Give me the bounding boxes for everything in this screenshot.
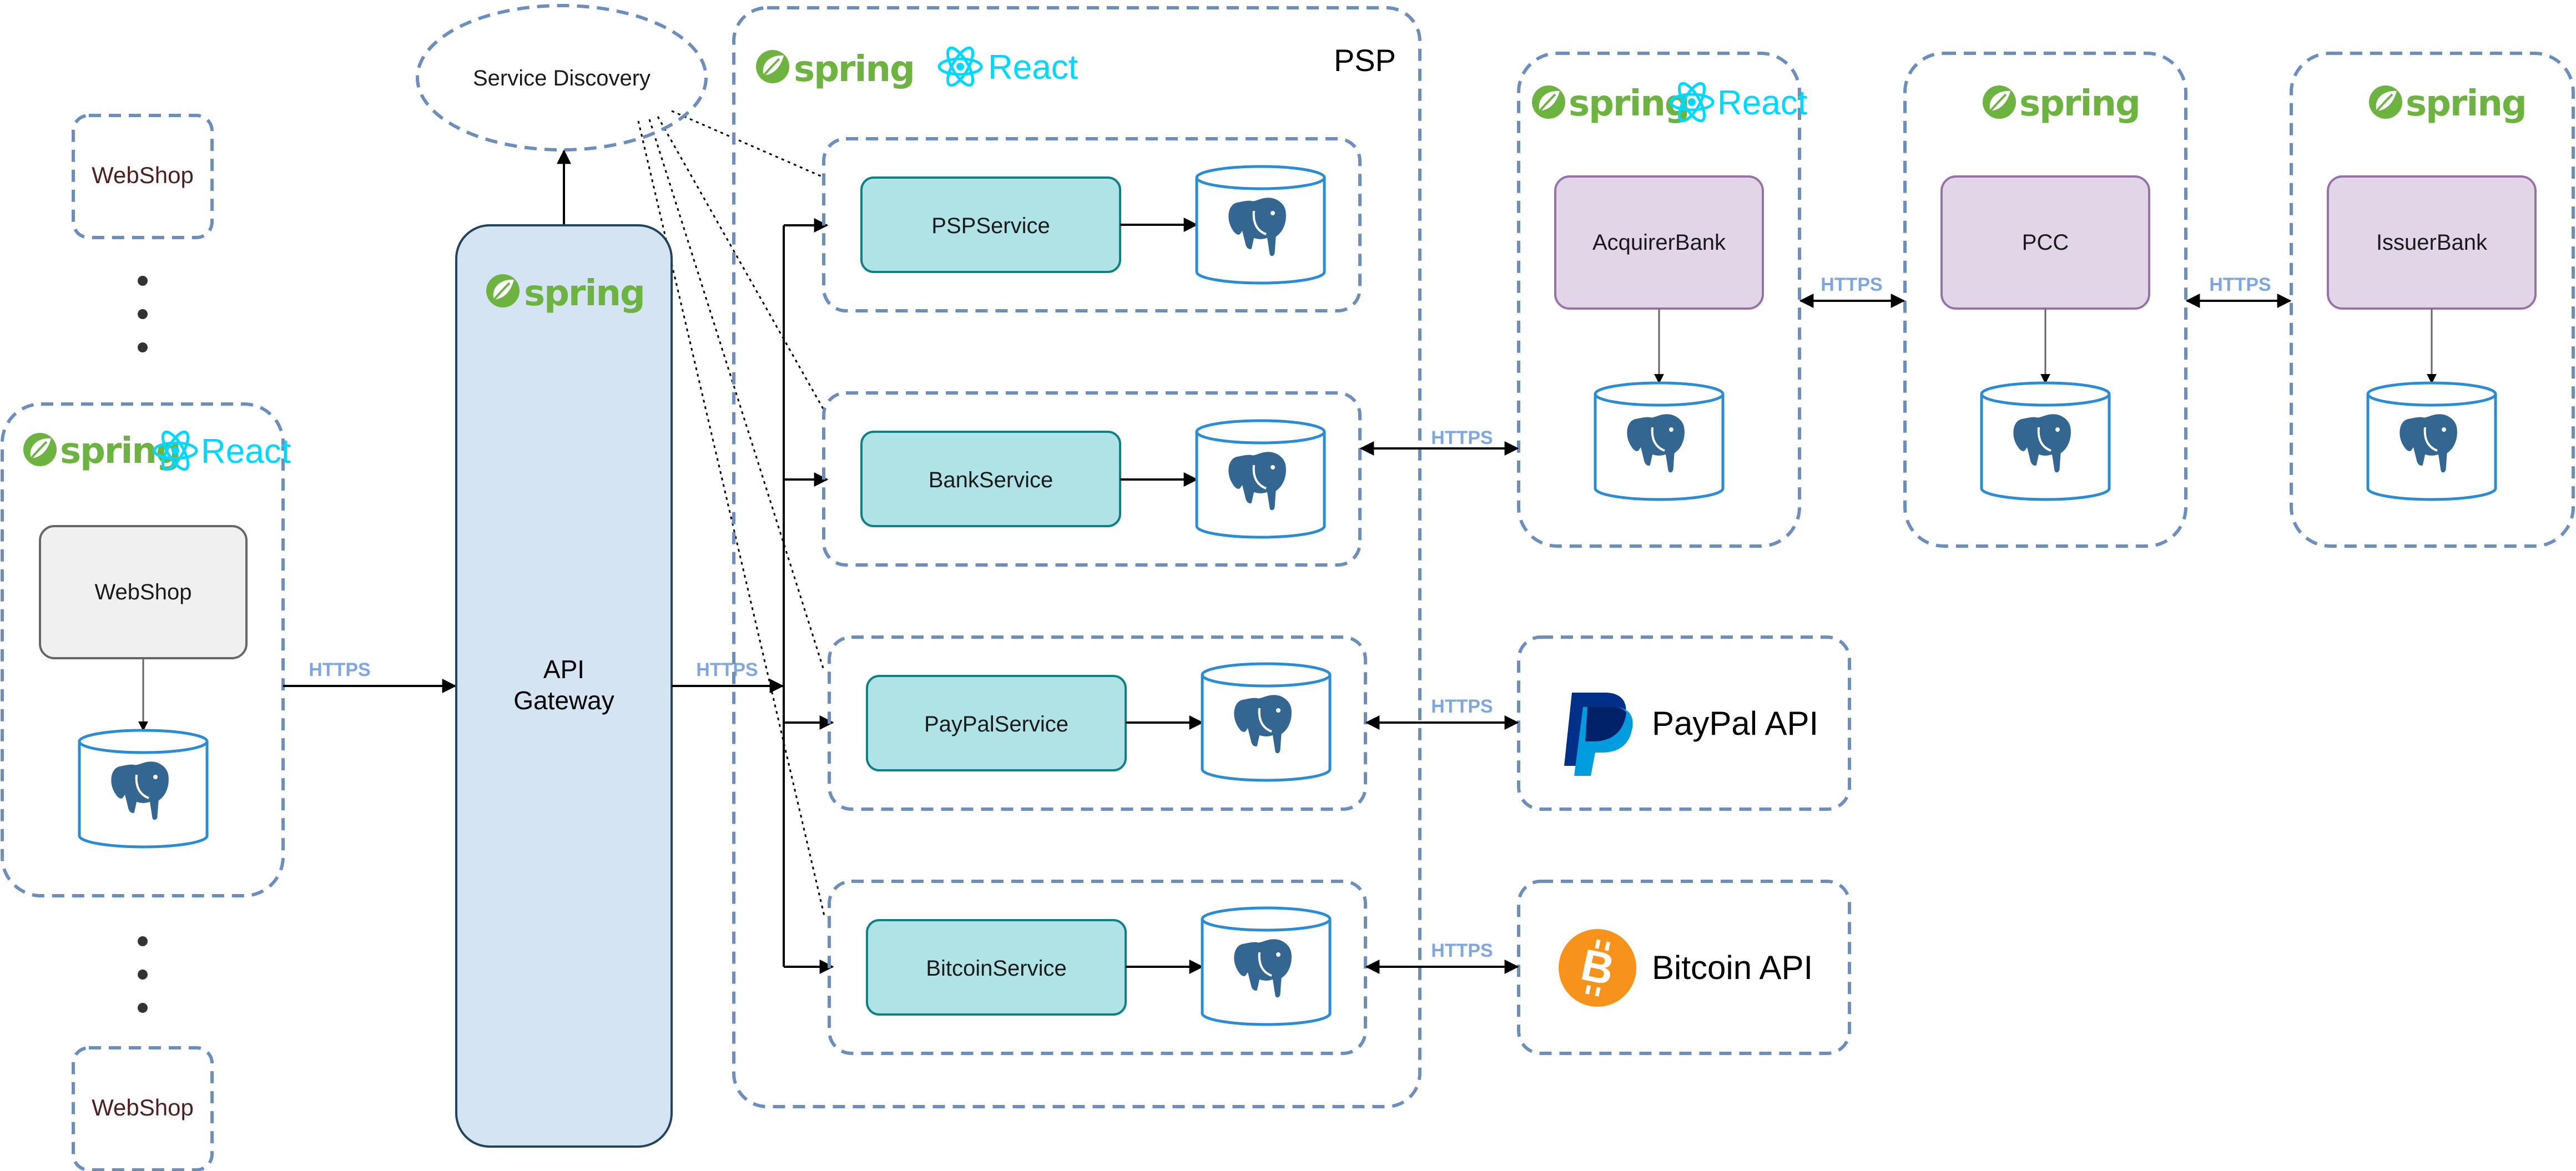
api-gateway[interactable]: spring API Gateway [455,224,673,1148]
spring-wordmark: spring [524,273,644,314]
https-label: HTTPS [1431,427,1493,448]
react-wordmark: React [1717,84,1807,122]
react-logo: React [154,428,291,473]
pcc-issuer-connection: HTTPS [2185,274,2292,308]
webshop-bottom-label: WebShop [92,1094,194,1120]
pcc-container[interactable]: spring PCC [1903,52,2187,548]
issuer-bank-box[interactable]: IssuerBank [2327,175,2537,310]
spring-logo: spring [1531,83,1690,124]
paypal-api[interactable]: PayPal API [1517,635,1851,811]
spring-logo: spring [22,431,182,472]
issuer-bank-container[interactable]: spring IssuerBank [2290,52,2575,548]
paypal-connection: HTTPS [1365,696,1519,730]
https-label: HTTPS [2209,274,2271,295]
ellipsis-dot [138,970,148,980]
api-gateway-label-line1: API [543,655,584,684]
webshop-bottom[interactable]: WebShop [72,1046,214,1171]
service-discovery[interactable]: Service Discovery [416,4,708,152]
bitcoin-connection: HTTPS [1365,940,1519,974]
webshop-main-label: WebShop [95,580,192,604]
bitcoin-api-label: Bitcoin API [1652,949,1813,986]
paypal-service-label: PayPalService [924,712,1068,736]
bitcoin-service-label: BitcoinService [926,956,1066,981]
bitcoin-service-box[interactable]: BitcoinService [866,919,1127,1016]
api-gateway-label-line2: Gateway [513,686,614,715]
spring-wordmark: spring [2406,83,2526,124]
webshop-ellipsis-bottom [138,936,148,1013]
react-icon [939,44,981,89]
pcc-box[interactable]: PCC [1940,175,2150,310]
bank-service-acquirer-connection: HTTPS [1359,427,1519,456]
psp-title: PSP [1334,43,1396,78]
webshop-main-container[interactable]: spring React WebShop [1,402,291,897]
https-label: HTTPS [1821,274,1882,295]
https-label: HTTPS [696,659,758,680]
spring-wordmark: spring [60,431,180,472]
acquirer-bank-box[interactable]: AcquirerBank [1554,175,1764,310]
postgresql-elephant-icon [1595,383,1723,499]
paypal-api-label: PayPal API [1652,705,1818,742]
react-wordmark: React [201,432,291,471]
pcc-label: PCC [2022,230,2069,255]
webshop-database [79,730,207,847]
issuer-bank-label: IssuerBank [2376,230,2488,255]
bitcoin-api[interactable]: Bitcoin API [1517,880,1851,1055]
https-label: HTTPS [1431,940,1493,961]
acquirer-pcc-connection: HTTPS [1799,274,1905,308]
paypal-service-group[interactable]: PayPalService [828,635,1367,811]
spring-icon [22,432,58,467]
webshop-ellipsis-top [138,276,148,352]
spring-wordmark: spring [794,49,914,90]
https-label: HTTPS [1431,696,1493,717]
webshop-top[interactable]: WebShop [72,114,214,239]
spring-logo: spring [755,49,915,90]
postgresql-elephant-icon [1197,421,1324,537]
spring-logo: spring [485,273,646,314]
spring-icon [2368,84,2403,120]
ellipsis-dot [138,276,148,286]
webshop-main-box[interactable]: WebShop [39,525,248,659]
acquirer-bank-label: AcquirerBank [1592,230,1726,255]
bank-service-group[interactable]: BankService [822,391,1362,567]
ellipsis-dot [138,936,148,946]
psp-service-label: PSPService [931,214,1050,238]
spring-logo: spring [1982,83,2141,124]
spring-icon [1982,84,2017,120]
bitcoin-icon [1559,929,1636,1007]
postgresql-elephant-icon [1197,166,1324,283]
postgresql-elephant-icon [1202,664,1330,780]
postgresql-elephant-icon [1202,908,1330,1024]
paypal-icon [1564,693,1633,776]
gateway-psp-connection: HTTPS [672,218,834,974]
postgresql-elephant-icon [1982,383,2109,499]
webshop-top-label: WebShop [92,162,194,188]
service-discovery-label: Service Discovery [473,66,651,90]
acquirer-bank-container[interactable]: spring React AcquirerBank [1517,52,1807,548]
react-logo: React [1671,80,1807,124]
bank-service-box[interactable]: BankService [860,431,1121,527]
ellipsis-dot [138,309,148,319]
psp-container[interactable]: spring React PSP PSPService BankService [732,6,1421,1108]
spring-icon [1531,84,1566,120]
spring-icon [755,49,790,84]
postgresql-elephant-icon [79,730,207,847]
ellipsis-dot [138,1003,148,1013]
react-logo: React [939,44,1078,89]
service-discovery-links [637,110,825,916]
spring-icon [485,273,521,309]
react-wordmark: React [988,48,1078,87]
bitcoin-service-group[interactable]: BitcoinService [828,880,1367,1055]
ellipsis-dot [138,342,148,352]
paypal-service-box[interactable]: PayPalService [866,675,1127,771]
postgresql-elephant-icon [2368,383,2496,499]
spring-logo: spring [2368,83,2527,124]
spring-wordmark: spring [2019,83,2140,124]
psp-service-box[interactable]: PSPService [860,176,1121,273]
bank-service-label: BankService [929,468,1053,492]
psp-service-group[interactable]: PSPService [822,137,1362,312]
webshop-gateway-connection: HTTPS [283,659,457,693]
https-label: HTTPS [309,659,370,680]
